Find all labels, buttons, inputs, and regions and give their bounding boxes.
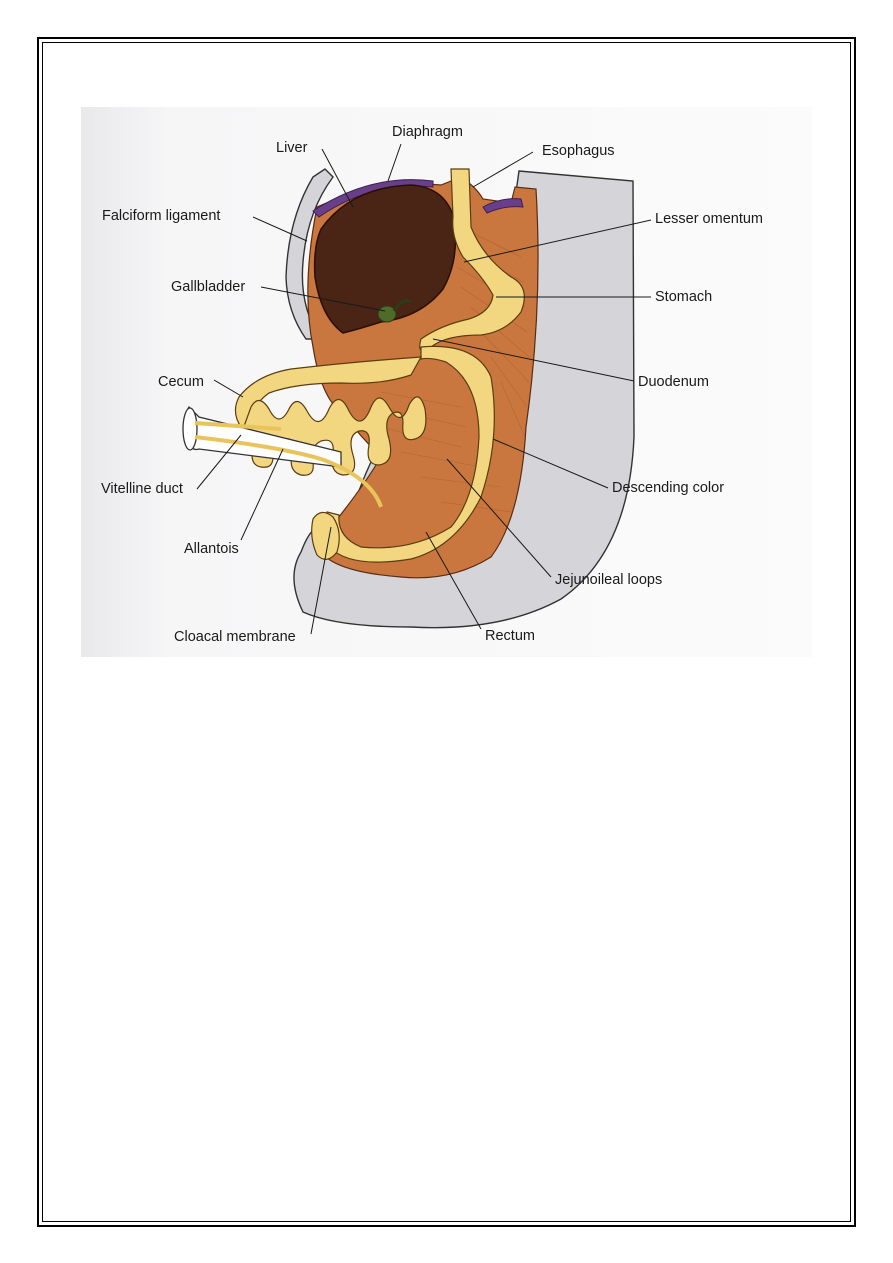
diaphragm [312,179,434,218]
gut-development-figure: Liver Diaphragm Esophagus Falciform liga… [81,107,812,657]
page-border-inner [42,42,851,1222]
page-border-outer [37,37,856,1227]
label-descending-colon: Descending color [612,480,724,496]
label-liver: Liver [276,140,308,156]
descending-colon [322,345,495,563]
leader-lines [196,143,652,635]
label-cecum: Cecum [158,374,204,390]
label-esophagus: Esophagus [542,143,615,159]
liver [313,184,457,334]
label-allantois: Allantois [184,541,239,557]
diaphragm-right [482,198,524,214]
label-duodenum: Duodenum [638,374,709,390]
label-jejunoileal-loops: Jejunoileal loops [555,572,662,588]
cystic-duct [392,299,412,312]
gut-diagram: Liver Diaphragm Esophagus Falciform liga… [81,107,812,657]
label-diaphragm: Diaphragm [392,124,463,140]
stalk-opening [182,407,198,451]
label-rectum: Rectum [485,628,535,644]
label-vitelline-duct: Vitelline duct [101,481,183,497]
label-falciform-ligament: Falciform ligament [102,208,220,224]
gallbladder [377,305,397,323]
label-stomach: Stomach [655,289,712,305]
vitelline-duct [194,421,282,431]
label-cloacal-membrane: Cloacal membrane [174,629,296,645]
label-lesser-omentum: Lesser omentum [655,211,763,227]
allantois [194,435,383,508]
label-gallbladder: Gallbladder [171,279,245,295]
cloaca [311,511,340,560]
